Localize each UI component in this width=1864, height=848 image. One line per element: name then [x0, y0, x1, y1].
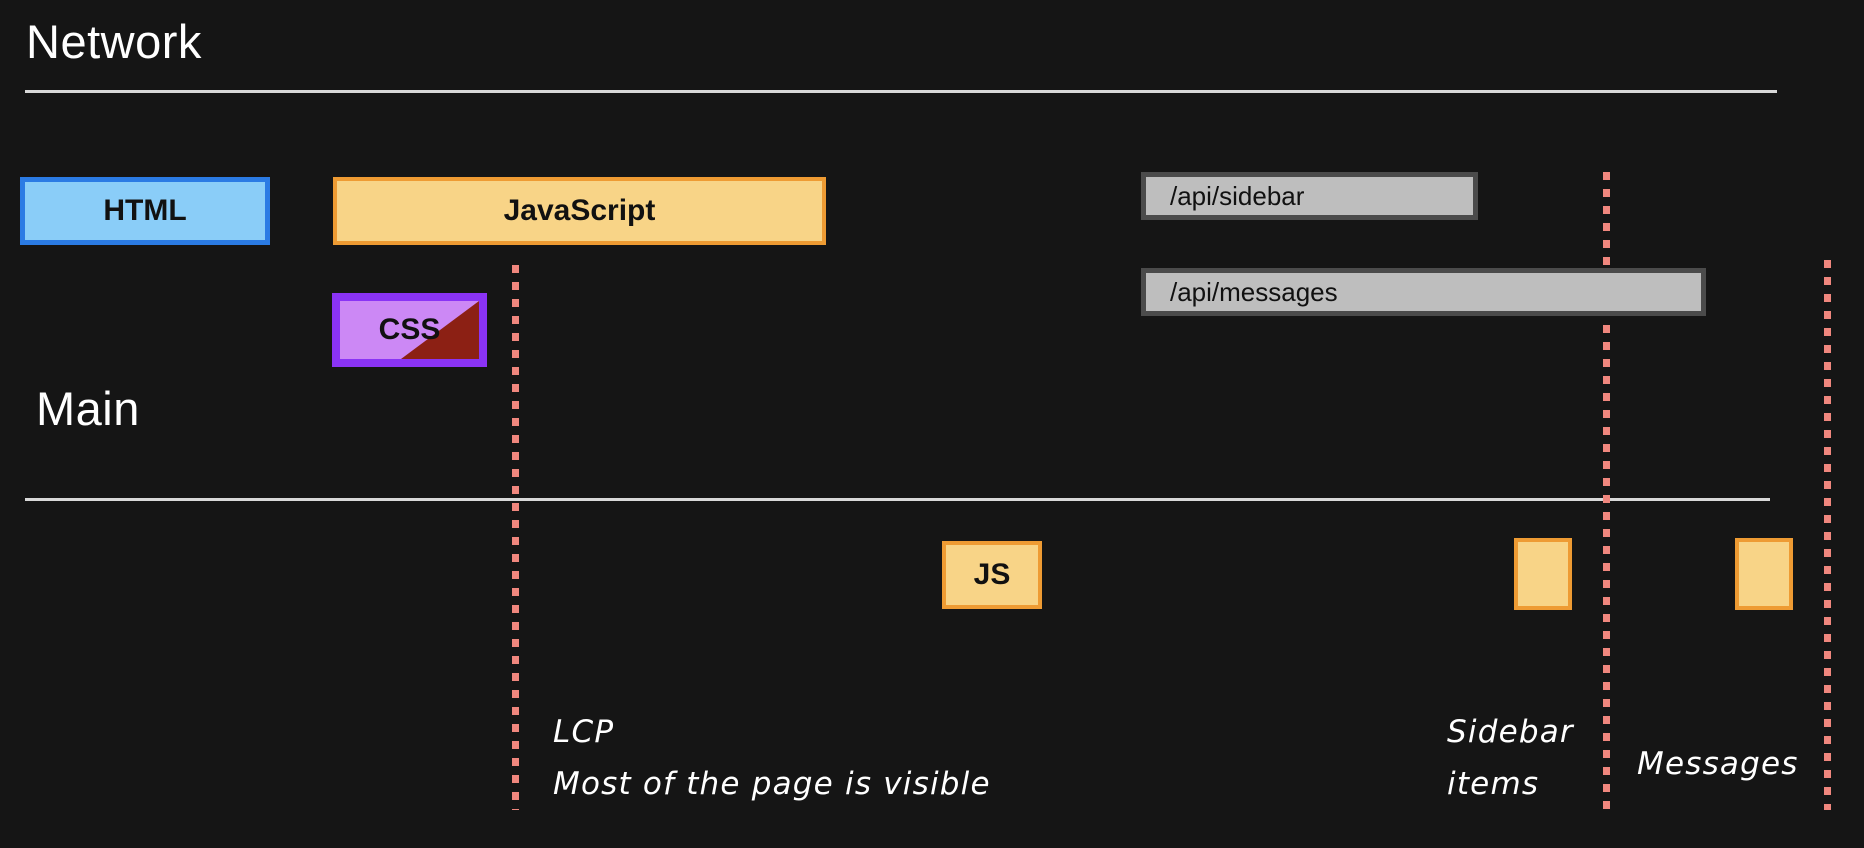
network-block-html-label: HTML — [103, 194, 187, 227]
network-section-title: Network — [26, 15, 202, 68]
css-blocking-wedge-icon — [401, 301, 479, 359]
annotation-messages: Messages — [1637, 746, 1799, 782]
annotation-sidebar-items: Sidebar items — [1447, 714, 1574, 802]
main-task-sidebar-render[interactable] — [1514, 538, 1572, 610]
marker-line-lcp — [512, 265, 519, 810]
main-task-js[interactable]: JS — [942, 541, 1042, 609]
network-block-javascript-label: JavaScript — [503, 194, 656, 227]
network-block-css-label: CSS — [378, 313, 441, 346]
main-section-divider — [25, 498, 1770, 501]
network-request-api-messages[interactable]: /api/messages — [1141, 268, 1706, 316]
network-request-api-sidebar[interactable]: /api/sidebar — [1141, 172, 1478, 220]
main-task-messages-render[interactable] — [1735, 538, 1793, 610]
annotation-lcp: LCP Most of the page is visible — [553, 714, 991, 802]
network-request-api-sidebar-label: /api/sidebar — [1170, 180, 1305, 211]
network-section-divider — [25, 90, 1777, 93]
network-block-html[interactable]: HTML — [20, 177, 270, 245]
marker-line-sidebar-items — [1603, 172, 1610, 810]
marker-line-messages — [1824, 260, 1831, 810]
network-request-api-messages-label: /api/messages — [1170, 276, 1338, 307]
main-task-js-label: JS — [973, 558, 1011, 591]
network-block-css[interactable]: CSS — [332, 293, 487, 367]
network-block-javascript[interactable]: JavaScript — [333, 177, 826, 245]
main-section-title: Main — [36, 382, 140, 435]
